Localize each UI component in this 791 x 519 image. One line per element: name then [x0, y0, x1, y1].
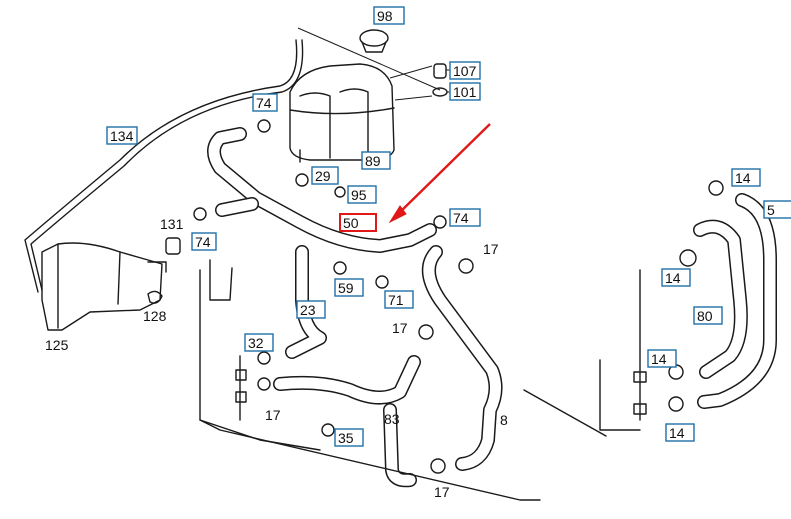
label-box-98 — [373, 6, 405, 25]
label-box-32 — [244, 333, 274, 352]
part-label-50: 50 — [343, 215, 359, 231]
label-box-35 — [334, 428, 364, 447]
part-label-14: 14 — [735, 170, 751, 186]
part-label-98: 98 — [377, 8, 393, 24]
part-label-134: 134 — [110, 128, 134, 144]
part-label-74: 74 — [195, 234, 211, 250]
part-label-32: 32 — [248, 335, 264, 351]
plain-label-125: 125 — [45, 337, 69, 353]
part-label-101: 101 — [453, 84, 477, 100]
part-label-35: 35 — [338, 430, 354, 446]
part-label-89: 89 — [365, 153, 381, 169]
plain-label-17: 17 — [265, 407, 281, 423]
part-label-71: 71 — [388, 292, 404, 308]
expansion-tank — [289, 63, 395, 163]
label-box-134 — [106, 126, 138, 145]
part-label-14: 14 — [665, 270, 681, 286]
highlight-arrow — [388, 123, 491, 224]
part-label-23: 23 — [300, 302, 316, 318]
label-box-74 — [191, 232, 217, 251]
label-box-80 — [693, 306, 723, 325]
part-label-95: 95 — [351, 187, 367, 203]
label-box-59 — [334, 278, 364, 297]
part-label-14: 14 — [651, 351, 667, 367]
label-box-101 — [449, 82, 481, 101]
plain-label-131: 131 — [160, 216, 184, 232]
plain-label-17: 17 — [434, 484, 450, 500]
hose-134 — [24, 39, 304, 293]
part-label-14: 14 — [669, 425, 685, 441]
label-box-29 — [311, 166, 339, 185]
hose-23 — [285, 245, 327, 359]
radiator-right — [523, 269, 647, 437]
plain-label-17: 17 — [483, 241, 499, 257]
part-label-74: 74 — [453, 210, 469, 226]
hose-clamps — [193, 119, 724, 474]
hose-80 — [693, 193, 777, 409]
label-box-71 — [384, 290, 414, 309]
label-box-74 — [252, 93, 278, 112]
plain-label-8: 8 — [500, 412, 508, 428]
part-labels: 98 107 101 74 134 89 29 95 50 74 74 59 71 23 32 35 14 5 14… — [45, 6, 791, 500]
hose-50 — [207, 127, 437, 253]
part-label-29: 29 — [315, 168, 331, 184]
label-box-107 — [449, 61, 481, 80]
label-box-89 — [361, 151, 391, 170]
plain-label-128: 128 — [143, 308, 167, 324]
plain-label-83: 83 — [384, 411, 400, 427]
part-label-59: 59 — [338, 280, 354, 296]
part-label-74: 74 — [256, 95, 272, 111]
radiator-left — [199, 259, 541, 501]
label-box-95 — [347, 185, 377, 204]
label-box-14 — [647, 349, 677, 368]
overflow-tank-125 — [41, 242, 167, 331]
label-box-50 — [339, 213, 377, 232]
part-label-5: 5 — [767, 202, 775, 218]
label-box-5 — [763, 200, 791, 219]
part-label-107: 107 — [453, 63, 477, 79]
label-box-14 — [661, 268, 691, 287]
label-box-14 — [731, 168, 761, 187]
cap-98-part — [359, 29, 389, 53]
plain-label-17: 17 — [392, 320, 408, 336]
part-label-80: 80 — [697, 308, 713, 324]
label-box-23 — [296, 300, 326, 319]
reference-lines — [297, 27, 441, 101]
label-box-74 — [449, 208, 481, 227]
hose-8 — [422, 245, 503, 471]
fittings-131-128 — [147, 237, 181, 304]
label-box-14 — [665, 423, 695, 442]
small-parts-107-101 — [432, 63, 452, 97]
